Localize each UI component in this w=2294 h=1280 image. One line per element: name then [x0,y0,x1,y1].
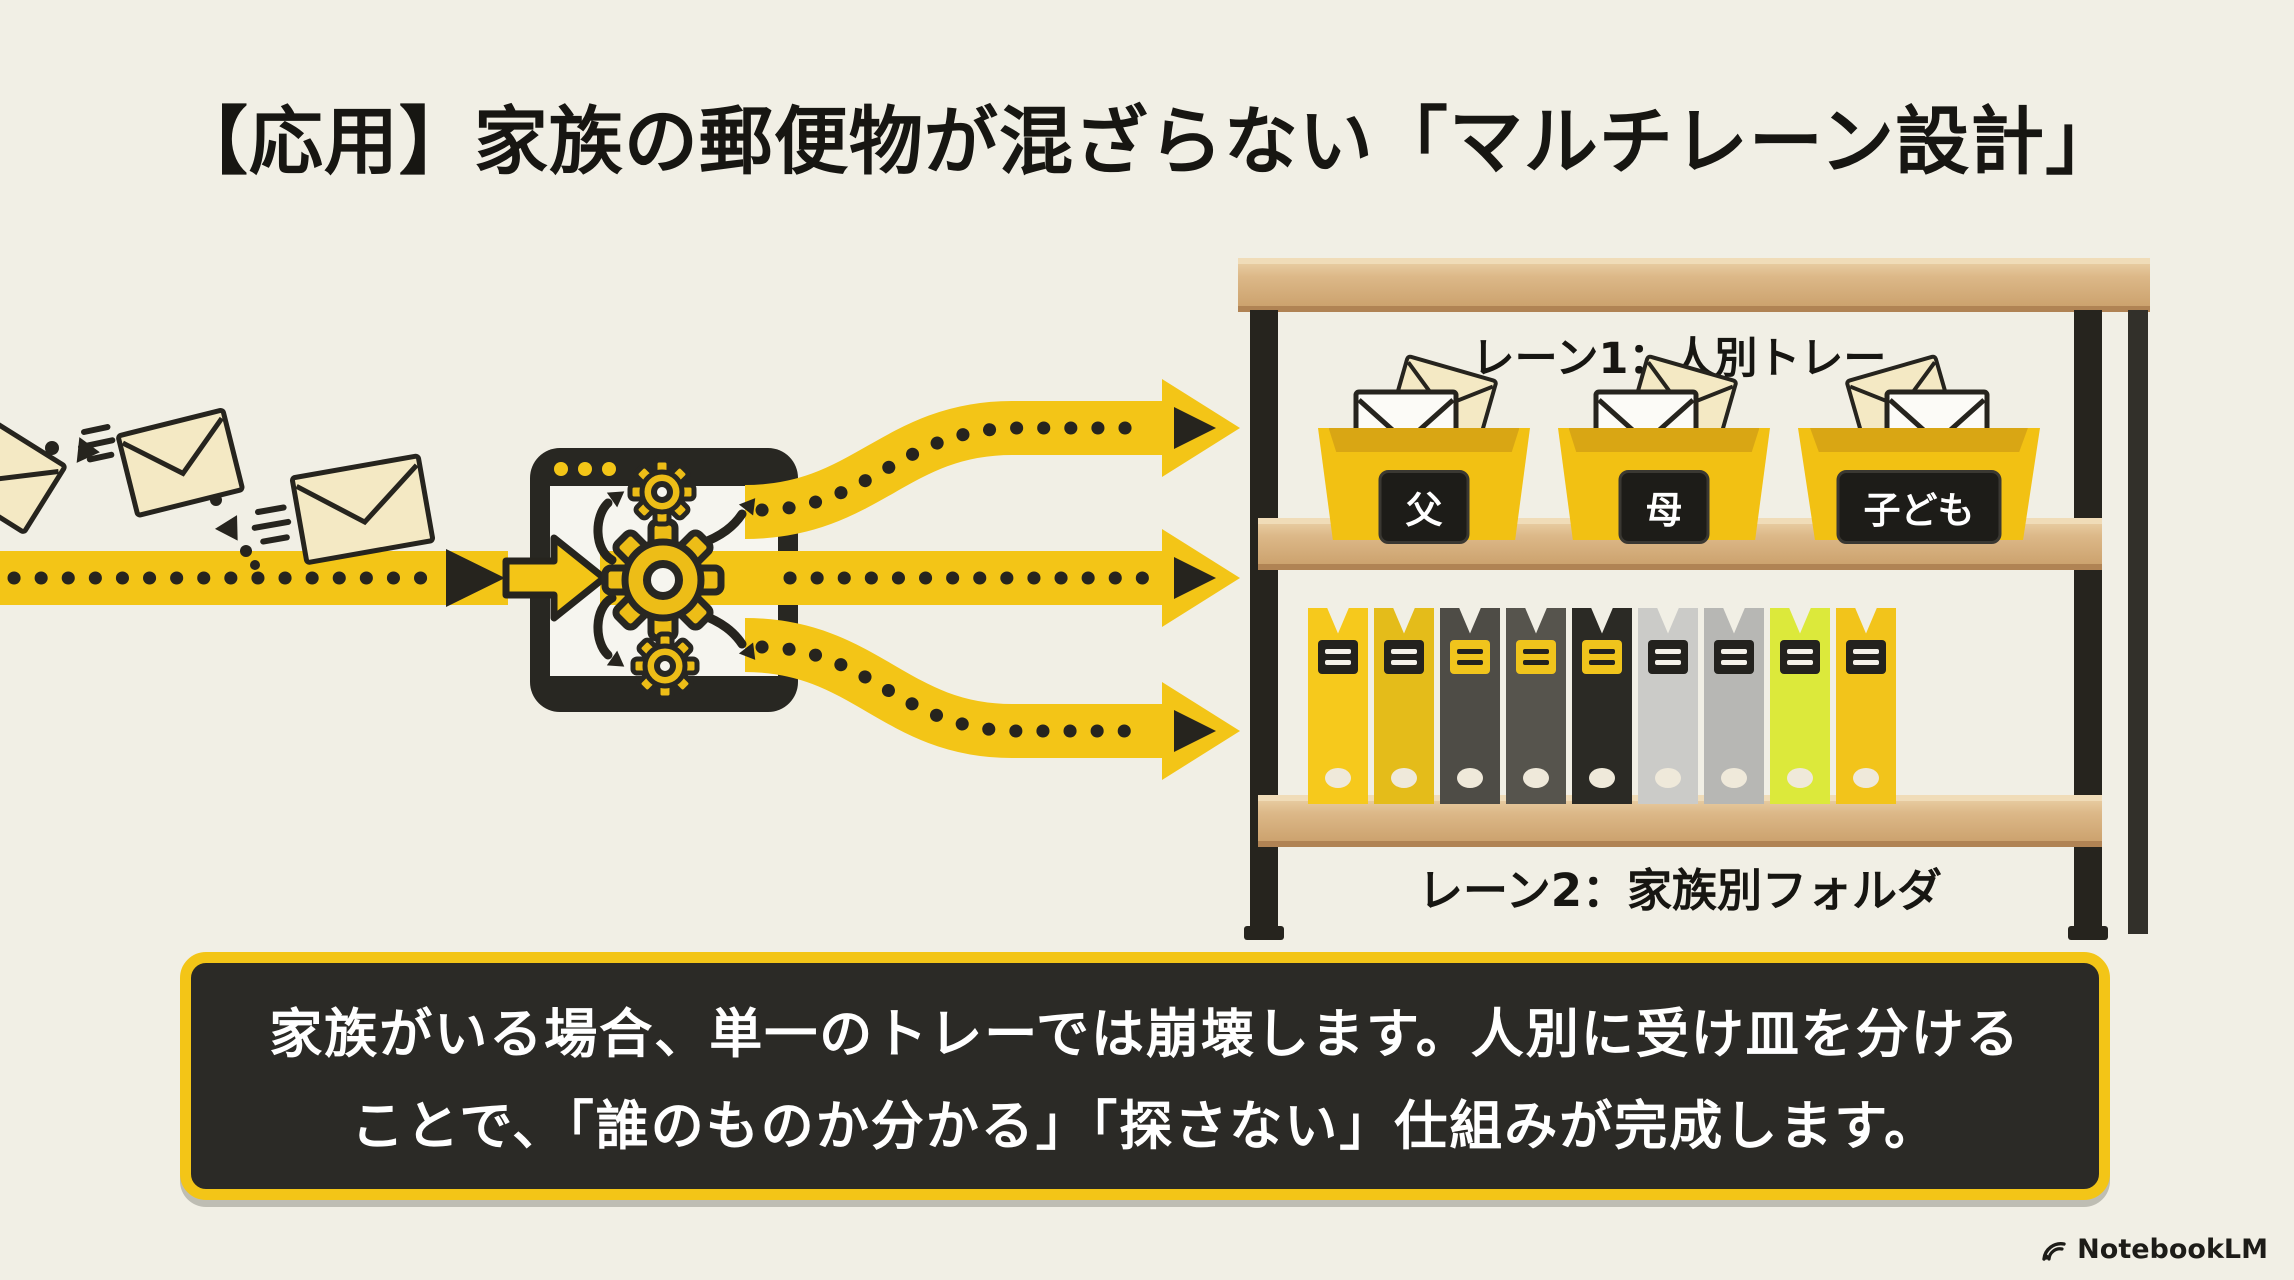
binder [1440,608,1500,804]
binder-label [1582,640,1622,674]
notebooklm-logo [2042,1241,2066,1261]
binder [1836,608,1896,804]
binder-label [1780,640,1820,674]
trail-arrow-icon [45,437,260,570]
tray-children: 子ども [1798,428,2040,544]
window-dot-icon [578,462,592,476]
inbox-lane-band [0,551,508,605]
binder [1374,608,1434,804]
brand-name: NotebookLM [2077,1234,2268,1265]
envelope-icon [289,453,436,565]
binder-hole [1523,768,1549,788]
binder-hole [1655,768,1681,788]
tray-label-children: 子ども [1836,470,2002,544]
lane-arrowheads [1162,379,1240,780]
binder-hole [1853,768,1879,788]
device-screen [550,486,778,676]
summary-callout: 家族がいる場合、単一のトレーでは崩壊します。人別に受け皿を分ける ことで、「誰の… [180,952,2110,1200]
binder-hole [1721,768,1747,788]
binder-label [1384,640,1424,674]
binder [1770,608,1830,804]
binder-hole [1457,768,1483,788]
shelf-top-plank [1238,258,2150,312]
binder [1704,608,1764,804]
tray-mother: 母 [1558,428,1770,544]
window-dot-icon [602,462,616,476]
shelf-right-foot [2068,926,2108,940]
tray-father: 父 [1318,354,1530,544]
brand-watermark: NotebookLM [2040,1234,2268,1265]
arrow-right-icon [446,549,505,607]
lane-bottom-ribbon [744,618,1162,758]
binder-hole [1787,768,1813,788]
binder [1638,608,1698,804]
lane-top-ribbon [744,401,1162,539]
callout-line-2: ことで、「誰のものか分かる」「探さない」仕組みが完成します。 [351,1096,1939,1157]
callout-line-1: 家族がいる場合、単一のトレーでは崩壊します。人別に受け皿を分ける [269,1004,2021,1065]
shelf-left-foot [1244,926,1284,940]
binder-hole [1589,768,1615,788]
binder [1572,608,1632,804]
binder-label [1450,640,1490,674]
binder-label [1846,640,1886,674]
envelope-icon [116,408,245,518]
binder-hole [1391,768,1417,788]
tray-label-father: 父 [1378,470,1470,544]
binder-label [1516,640,1556,674]
binder-label [1318,640,1358,674]
binder-label [1714,640,1754,674]
lane2-label: レーン2：家族別フォルダ [1417,864,1943,917]
binder-label [1648,640,1688,674]
binder-hole [1325,768,1351,788]
page-title: 【応用】家族の郵便物が混ざらない「マルチレーン設計」 [173,99,2121,185]
mail-sorter-device [530,448,798,712]
shelf-back-right-leg [2128,310,2148,934]
tray-label-mother: 母 [1618,470,1710,544]
window-dot-icon [554,462,568,476]
envelope-icon [0,406,67,534]
binder [1308,608,1368,804]
speed-lines-icon [78,424,292,545]
binder [1506,608,1566,804]
